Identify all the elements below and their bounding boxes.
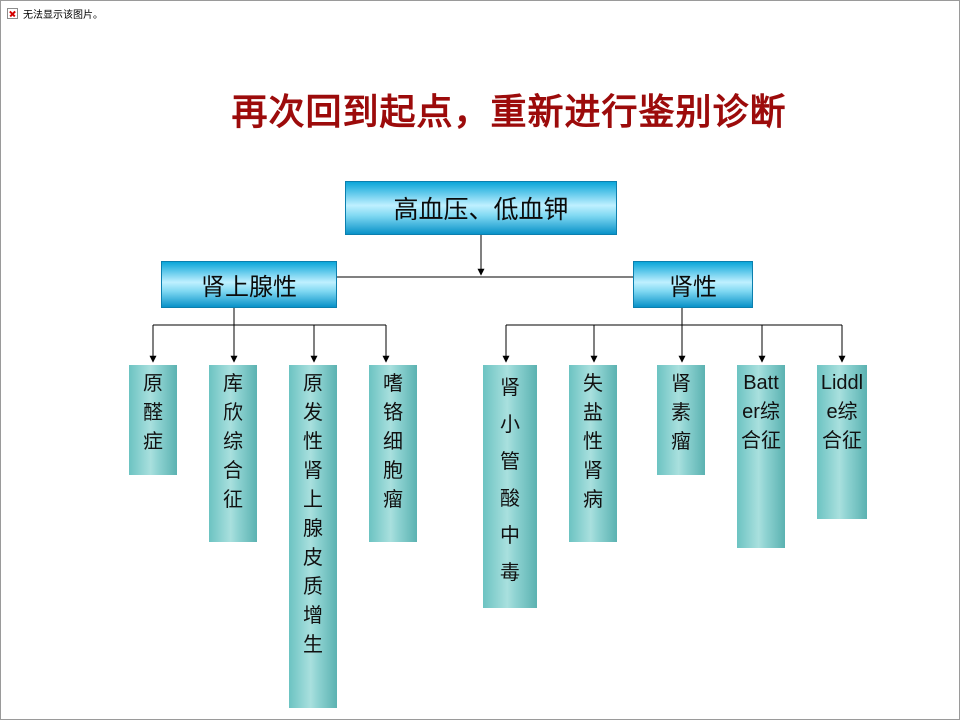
branch-adrenal-label: 肾上腺性 [201, 273, 297, 301]
broken-image-text: 无法显示该图片。 [23, 10, 103, 21]
leaf-liddle-label: Liddle综合征 [820, 372, 864, 452]
leaf-cushing-label: 库欣综合征 [223, 371, 243, 511]
leaf-pheochromocytoma: 嗜铬细胞瘤 [369, 365, 417, 542]
leaf-adrenal-hyperplasia: 原发性肾上腺皮质增生 [289, 365, 337, 708]
slide-title: 再次回到起点，重新进行鉴别诊断 [231, 92, 787, 133]
leaf-reninoma-label: 肾素瘤 [671, 371, 691, 453]
leaf-adrenal-hyperplasia-label: 原发性肾上腺皮质增生 [303, 371, 323, 656]
broken-image-placeholder: 无法显示该图片。 [7, 6, 103, 21]
branch-renal-label: 肾性 [669, 273, 717, 301]
leaf-rta-label: 肾小管酸中毒 [500, 375, 520, 584]
leaf-cushing: 库欣综合征 [209, 365, 257, 542]
broken-image-icon [7, 8, 18, 19]
leaf-reninoma: 肾素瘤 [657, 365, 705, 475]
leaf-liddle: Liddle综合征 [817, 365, 867, 519]
leaf-pheochromocytoma-label: 嗜铬细胞瘤 [383, 371, 403, 511]
leaf-aldosteronism: 原醛症 [129, 365, 177, 475]
branch-renal: 肾性 [633, 261, 753, 308]
root-node: 高血压、低血钾 [345, 181, 617, 235]
branch-adrenal: 肾上腺性 [161, 261, 337, 308]
leaf-salt-losing-label: 失盐性肾病 [583, 371, 603, 511]
leaf-bartter: Batter综合征 [737, 365, 785, 548]
leaf-aldosteronism-label: 原醛症 [143, 371, 163, 453]
leaf-rta: 肾小管酸中毒 [483, 365, 537, 608]
root-node-label: 高血压、低血钾 [393, 195, 569, 224]
leaf-salt-losing: 失盐性肾病 [569, 365, 617, 542]
leaf-bartter-label: Batter综合征 [741, 372, 781, 452]
